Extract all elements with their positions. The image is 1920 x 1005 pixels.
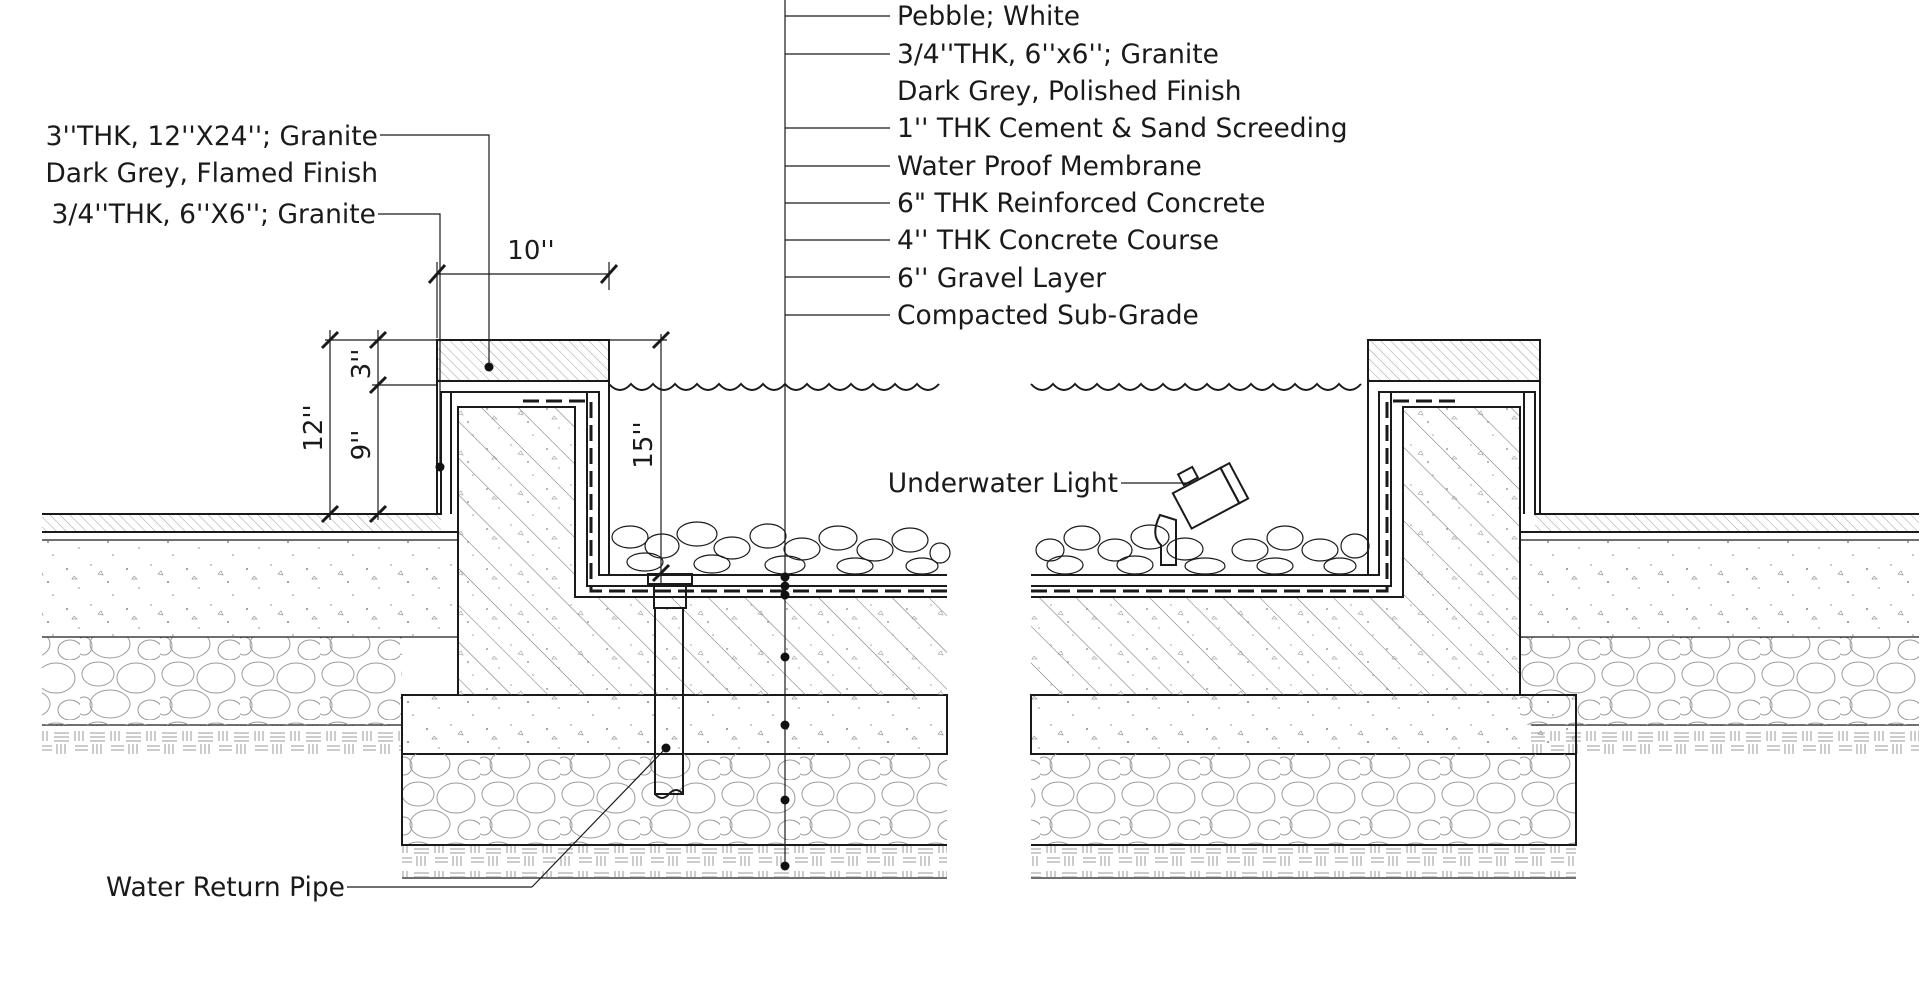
dim-width: 10'' (507, 236, 554, 266)
underwater-light-label: Underwater Light (888, 468, 1118, 499)
dim-water-depth: 15'' (629, 421, 659, 468)
tile-label: 3/4''THK, 6''X6''; Granite (52, 199, 376, 230)
pebbles-left (611, 521, 951, 575)
soil-left (42, 540, 458, 637)
layer-label-pebble: Pebble; White (897, 1, 1080, 32)
layer-leader (780, 0, 890, 871)
dim-total-height: 12'' (299, 404, 329, 451)
water-surface-left (608, 382, 940, 391)
layer-label-concrete-course: 4'' THK Concrete Course (897, 225, 1219, 256)
underwater-light-fixture (1154, 461, 1250, 566)
layer-labels: Pebble; White 3/4''THK, 6''x6''; Granite… (897, 1, 1348, 331)
left-section (42, 339, 951, 879)
coping-label-1: 3''THK, 12''X24''; Granite (46, 121, 378, 152)
coping-label-2: Dark Grey, Flamed Finish (45, 158, 378, 189)
gravel-left-ground (42, 637, 402, 725)
other-callouts: Underwater Light Water Return Pipe (106, 468, 1191, 903)
pebbles-right (1035, 524, 1370, 575)
layer-label-granite: 3/4''THK, 6''x6''; Granite (897, 39, 1219, 70)
dim-coping-thk: 3'' (347, 349, 377, 380)
layer-label-granite-finish: Dark Grey, Polished Finish (897, 76, 1242, 107)
paving-left (42, 514, 441, 532)
dimensions: 10'' 12'' 3'' 9'' 15'' (299, 236, 671, 585)
layer-label-gravel: 6'' Gravel Layer (897, 263, 1106, 294)
concrete-course (402, 695, 947, 754)
layer-label-screeding: 1'' THK Cement & Sand Screeding (897, 113, 1348, 144)
right-section (1030, 339, 1919, 879)
water-return-pipe-label: Water Return Pipe (106, 872, 345, 903)
dim-wall-height: 9'' (347, 430, 377, 461)
layer-label-reinforced-concrete: 6" THK Reinforced Concrete (897, 188, 1265, 219)
subgrade-base (402, 845, 947, 877)
layer-label-subgrade: Compacted Sub-Grade (897, 300, 1199, 331)
coping-callouts: 3''THK, 12''X24''; Granite Dark Grey, Fl… (45, 121, 494, 472)
subgrade-left-ground (42, 725, 402, 755)
granite-coping (437, 340, 609, 381)
gravel-base (402, 754, 947, 845)
layer-label-membrane: Water Proof Membrane (897, 151, 1202, 182)
